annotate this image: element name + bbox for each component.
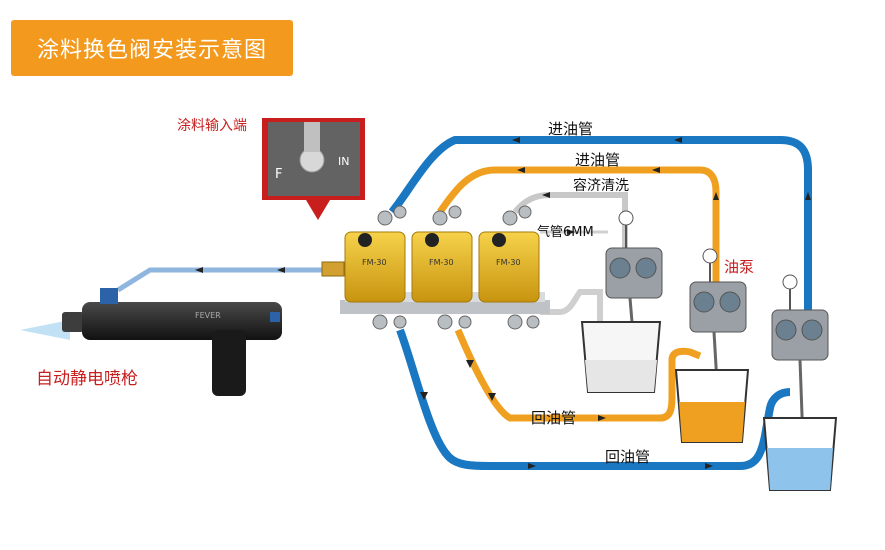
spray-gun-label: 自动静电喷枪 [36, 369, 138, 389]
orange-supply-pipe [437, 166, 720, 290]
paint-input-inset: F IN [262, 118, 365, 220]
return-pipe-outer-label: 回油管 [605, 448, 650, 466]
gray-return-pipe [540, 289, 603, 340]
color-change-valve: FM-30 FM-30 FM-30 [321, 205, 550, 330]
bucket-blue [762, 417, 838, 491]
gun-fitting-icon [100, 288, 118, 304]
supply-pipe-inner-label: 进油管 [575, 151, 620, 169]
oil-pump-label: 油泵 [724, 258, 754, 276]
solvent-clean-label: 容济清洗 [573, 177, 629, 194]
svg-text:F: F [275, 167, 282, 182]
svg-text:FEVER: FEVER [195, 311, 221, 320]
svg-text:FM-30: FM-30 [362, 258, 387, 267]
supply-pipe-outer-label: 进油管 [548, 120, 593, 138]
spray-gun: FEVER [20, 288, 282, 396]
svg-text:FM-30: FM-30 [496, 258, 521, 267]
flow-arrows [195, 137, 811, 469]
bucket-orange [674, 369, 750, 443]
spray-mist [20, 320, 70, 340]
svg-text:IN: IN [338, 155, 349, 168]
blue-supply-pipe [388, 136, 812, 318]
gun-feed-pipe [116, 267, 330, 293]
bucket-solvent [580, 321, 662, 393]
page-title: 涂料换色阀安装示意图 [11, 20, 293, 76]
orange-return-pipe [454, 328, 702, 422]
blue-return-pipe [396, 328, 791, 470]
svg-text:FM-30: FM-30 [429, 258, 454, 267]
air-pipe-label: 气管6MM [537, 224, 594, 240]
pump-2 [689, 248, 747, 401]
pump-3 [771, 274, 829, 471]
paint-input-label: 涂料输入端 [177, 118, 247, 134]
return-pipe-inner-label: 回油管 [531, 409, 576, 427]
